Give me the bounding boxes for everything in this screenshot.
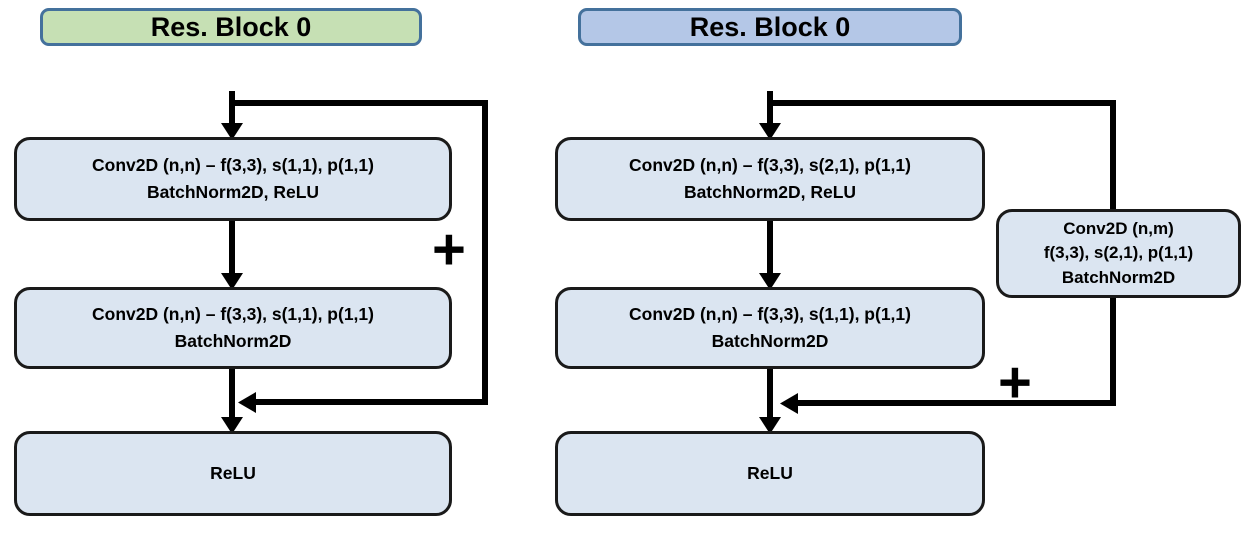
right-skip-arrowhead xyxy=(780,393,798,414)
right-conv1-line2: BatchNorm2D, ReLU xyxy=(683,182,857,202)
left-conv1-to-conv2-arrowhead xyxy=(221,273,243,290)
right-relu-label: ReLU xyxy=(747,462,793,483)
left-input-arrowhead xyxy=(221,123,243,140)
left-relu-label: ReLU xyxy=(210,462,256,483)
left-res-block-title: Res. Block 0 xyxy=(40,8,422,46)
left-skip-line xyxy=(232,100,488,405)
right-conv1-line1: Conv2D (n,n) – f(3,3), s(2,1), p(1,1) xyxy=(629,154,911,175)
right-skip-conv-line2: f(3,3), s(2,1), p(1,1) xyxy=(1043,243,1194,263)
right-skip-conv-line3: BatchNorm2D xyxy=(1061,267,1176,287)
left-relu-block: ReLU xyxy=(14,431,452,516)
left-title-label: Res. Block 0 xyxy=(150,11,312,42)
left-skip-arrowhead xyxy=(238,392,256,413)
left-conv2-to-relu-arrowhead xyxy=(221,417,243,434)
right-conv2-line1: Conv2D (n,n) – f(3,3), s(1,1), p(1,1) xyxy=(629,303,911,324)
right-conv1-block: Conv2D (n,n) – f(3,3), s(2,1), p(1,1) Ba… xyxy=(555,137,985,221)
left-conv1-block: Conv2D (n,n) – f(3,3), s(1,1), p(1,1) Ba… xyxy=(14,137,452,221)
right-skip-conv-block: Conv2D (n,m) f(3,3), s(2,1), p(1,1) Batc… xyxy=(996,209,1241,298)
left-conv1-line2: BatchNorm2D, ReLU xyxy=(146,182,320,202)
right-conv2-block: Conv2D (n,n) – f(3,3), s(1,1), p(1,1) Ba… xyxy=(555,287,985,369)
left-conv2-line2: BatchNorm2D xyxy=(174,331,292,351)
left-plus-sign: + xyxy=(432,217,466,282)
right-conv2-to-relu-arrowhead xyxy=(759,417,781,434)
right-plus-sign: + xyxy=(998,350,1032,415)
left-conv2-line1: Conv2D (n,n) – f(3,3), s(1,1), p(1,1) xyxy=(92,303,374,324)
right-relu-block: ReLU xyxy=(555,431,985,516)
right-title-label: Res. Block 0 xyxy=(689,11,851,42)
left-conv1-line1: Conv2D (n,n) – f(3,3), s(1,1), p(1,1) xyxy=(92,154,374,175)
right-input-arrowhead xyxy=(759,123,781,140)
right-res-block-title: Res. Block 0 xyxy=(578,8,962,46)
right-conv1-to-conv2-arrowhead xyxy=(759,273,781,290)
right-conv2-line2: BatchNorm2D xyxy=(711,331,829,351)
left-conv2-block: Conv2D (n,n) – f(3,3), s(1,1), p(1,1) Ba… xyxy=(14,287,452,369)
right-skip-conv-line1: Conv2D (n,m) xyxy=(1063,218,1174,238)
